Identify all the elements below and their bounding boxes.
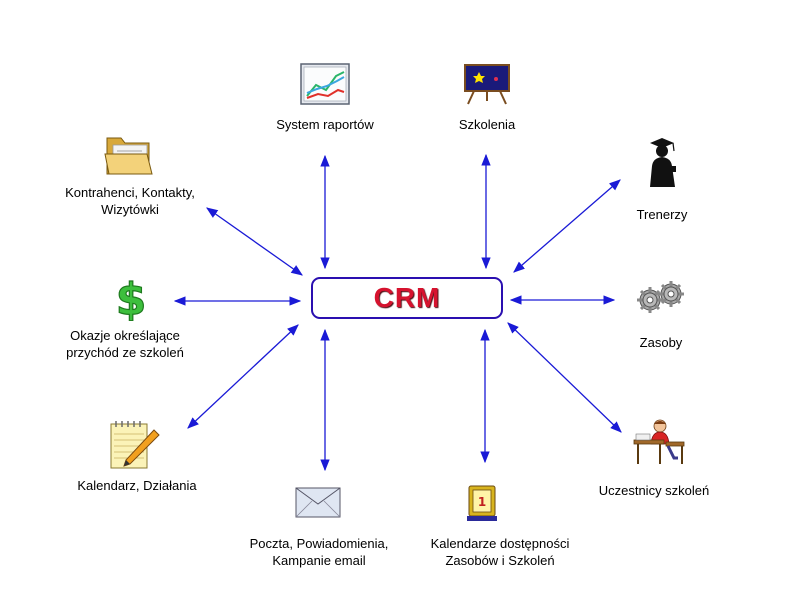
label-zasoby: Zasoby — [639, 335, 683, 350]
dollar-icon: $ — [115, 275, 147, 321]
label-kalendarz: Kalendarz, Działania — [77, 478, 197, 493]
gears-icon — [637, 281, 684, 313]
label-poczta: Poczta, Powiadomienia, Kampanie email — [249, 536, 389, 568]
crm-center-label: CRM — [373, 282, 441, 313]
student-desk-icon — [633, 419, 685, 464]
label-kalendarze-dostepnosci: Kalendarze dostępności Zasobów i Szkoleń — [430, 536, 570, 568]
svg-text:$: $ — [116, 275, 147, 321]
graduate-icon — [650, 138, 676, 187]
crm-center-box: CRM — [311, 277, 503, 319]
arrow-trenerzy — [513, 179, 621, 273]
label-okazje: Okazje określające przychód ze szkoleń — [66, 328, 184, 360]
arrow-kontrahenci — [206, 207, 303, 276]
chart-icon — [300, 63, 350, 105]
label-szkolenia: Szkolenia — [458, 117, 516, 132]
folder-icon — [104, 137, 153, 175]
label-system-raportow: System raportów — [276, 117, 374, 132]
label-trenerzy: Trenerzy — [636, 207, 688, 222]
label-uczestnicy: Uczestnicy szkoleń — [598, 483, 710, 498]
label-kontrahenci: Kontrahenci, Kontakty, Wizytówki — [65, 185, 195, 217]
svg-text:1: 1 — [478, 495, 486, 509]
notepad-pencil-icon — [110, 421, 160, 469]
arrow-kalendarz — [187, 324, 299, 429]
arrow-uczestnicy — [507, 322, 622, 433]
desk-calendar-icon: 1 — [467, 485, 497, 521]
easel-board-icon — [464, 64, 510, 105]
envelope-icon — [295, 487, 341, 518]
